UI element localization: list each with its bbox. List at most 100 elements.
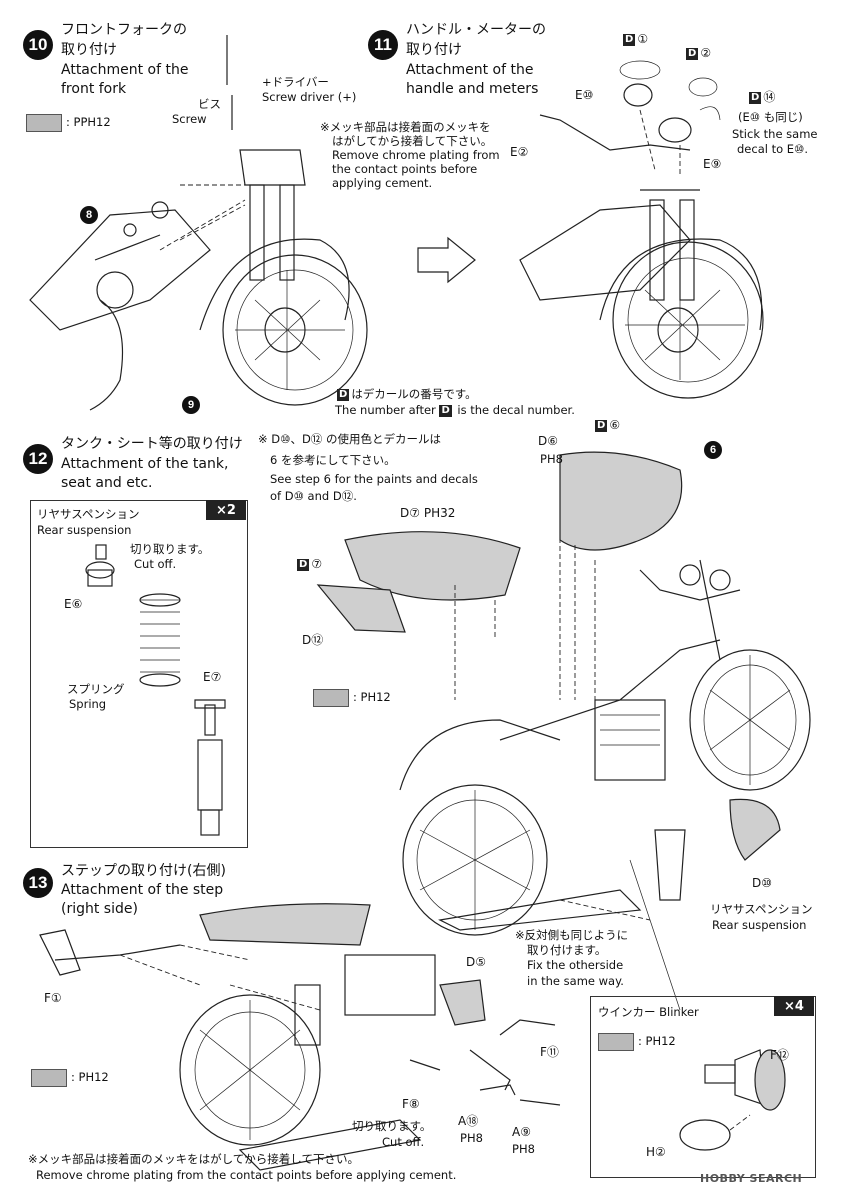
step10-paint: : PPH12 [66, 115, 111, 129]
part-d6-label: D⑥ [538, 434, 558, 448]
step13-cut-en: Cut off. [382, 1135, 425, 1149]
step12-note-jp1: ※ D⑩、D⑫ の使用色とデカールは [258, 432, 441, 446]
step12-paint: : PH12 [353, 690, 391, 704]
otherside-note-en1: Fix the otherside [527, 958, 624, 972]
part-a18-paint: PH8 [460, 1131, 483, 1145]
inset-cut-jp: 切り取ります。 [130, 542, 210, 556]
part-d5-label: D⑤ [466, 955, 486, 969]
screwdriver-label-jp: +ドライバー [262, 75, 329, 89]
inset-title-en: Rear suspension [37, 523, 132, 537]
same-decal-note-en2: decal to E⑩. [737, 142, 809, 156]
screw-label-en: Screw [172, 112, 207, 126]
part-e9-label: E⑨ [703, 157, 722, 171]
part-e10-label: E⑩ [575, 88, 594, 102]
otherside-note-en2: in the same way. [527, 974, 624, 988]
inset-multiplier: ×2 [206, 500, 246, 520]
part-a9-label: A⑨ [512, 1125, 531, 1139]
step10-title-jp2: 取り付け [61, 42, 117, 58]
rear-susp-label-jp: リヤサスペンション [710, 902, 813, 916]
part-a9-paint: PH8 [512, 1142, 535, 1156]
step10-title-jp: フロントフォークの [61, 22, 187, 38]
step13-title-en2: (right side) [61, 901, 138, 917]
ref-step-8: 8 [80, 206, 98, 224]
part-d6-paint: PH8 [540, 452, 563, 466]
footer-note-en: Remove chrome plating from the contact p… [36, 1168, 457, 1182]
ref-step-9: 9 [182, 396, 200, 414]
part-f12-label: F⑫ [770, 1048, 789, 1062]
step12-note-en2: of D⑩ and D⑫. [270, 489, 357, 503]
step12-title-en2: seat and etc. [61, 475, 153, 491]
step10-drawing [29, 35, 368, 411]
screwdriver-label-en: Screw driver (+) [262, 90, 357, 104]
same-decal-note-jp: (E⑩ も同じ) [738, 110, 803, 124]
part-e6-label: E⑥ [64, 597, 83, 611]
footer-note-jp: ※メッキ部品は接着面のメッキをはがしてから接着して下さい。 [28, 1152, 359, 1166]
chrome-note-en1: Remove chrome plating from [332, 148, 500, 162]
part-d10-label: D⑩ [752, 876, 772, 890]
step13-cut-jp: 切り取ります。 [352, 1119, 432, 1133]
screw-label-jp: ビス [198, 97, 221, 111]
step11-number: 11 [368, 30, 398, 60]
step10-title-en: Attachment of the [61, 62, 189, 78]
blinker-paint: : PH12 [638, 1034, 676, 1048]
step11-drawing [417, 60, 764, 399]
chrome-note-en3: applying cement. [332, 176, 433, 190]
part-e2-label: E② [510, 145, 529, 159]
step13-title-en: Attachment of the step [61, 882, 224, 898]
step13-title-jp: ステップの取り付け(右側) [61, 863, 226, 879]
paint-swatch [313, 689, 349, 707]
paint-code: PH12 [80, 115, 111, 129]
step13-drawing [39, 903, 561, 1171]
part-h2-label: H② [646, 1145, 666, 1159]
step11-title-jp2: 取り付け [406, 42, 462, 58]
inset-drawing [85, 544, 226, 836]
step11-title-en: Attachment of the [406, 62, 534, 78]
spring-label-en: Spring [69, 697, 107, 711]
blinker-multiplier: ×4 [774, 996, 814, 1016]
chrome-note-en2: the contact points before [332, 162, 478, 176]
otherside-note-jp1: ※反対側も同じように [515, 928, 629, 942]
step12-number: 12 [23, 444, 53, 474]
part-d12-label: D⑫ [302, 633, 324, 647]
step12-note-jp2: 6 を参考にして下さい。 [270, 453, 396, 467]
paint-swatch [598, 1033, 634, 1051]
step10-number: 10 [23, 30, 53, 60]
step11-title-en2: handle and meters [406, 81, 539, 97]
step10-title-en2: front fork [61, 81, 127, 97]
step13-number: 13 [23, 868, 53, 898]
inset-title-jp: リヤサスペンション [37, 507, 140, 521]
paint-swatch [31, 1069, 67, 1087]
decal-note-en: The number after D is the decal number. [335, 403, 575, 417]
paint-swatch [26, 114, 62, 132]
blinker-drawing [679, 1049, 786, 1151]
paint-prefix: P [73, 115, 81, 129]
step12-drawing [316, 451, 811, 1011]
spring-label-jp: スプリング [67, 682, 125, 696]
chrome-note-jp2: はがしてから接着して下さい。 [332, 134, 493, 148]
seat-decal-label: D⑦ PH32 [400, 506, 456, 520]
part-e7-label: E⑦ [203, 670, 222, 684]
step12-title-jp: タンク・シート等の取り付け [61, 436, 243, 452]
part-f8-label: F⑧ [402, 1097, 420, 1111]
inset-cut-en: Cut off. [134, 557, 177, 571]
step11-title-jp: ハンドル・メーターの [406, 22, 546, 38]
chrome-note-jp1: ※メッキ部品は接着面のメッキを [320, 120, 491, 134]
part-a18-label: A⑱ [458, 1114, 479, 1128]
rear-suspension-inset [30, 500, 248, 848]
blinker-title: ウインカー Blinker [598, 1005, 699, 1019]
same-decal-note-en1: Stick the same [732, 127, 818, 141]
step13-paint: : PH12 [71, 1070, 109, 1084]
watermark: HOBBY SEARCH [700, 1172, 803, 1185]
blinker-inset [590, 996, 816, 1178]
rear-susp-label-en: Rear suspension [712, 918, 807, 932]
ref-step-6: 6 [704, 441, 722, 459]
otherside-note-jp2: 取り付けます。 [527, 943, 607, 957]
part-f11-label: F⑪ [540, 1045, 559, 1059]
